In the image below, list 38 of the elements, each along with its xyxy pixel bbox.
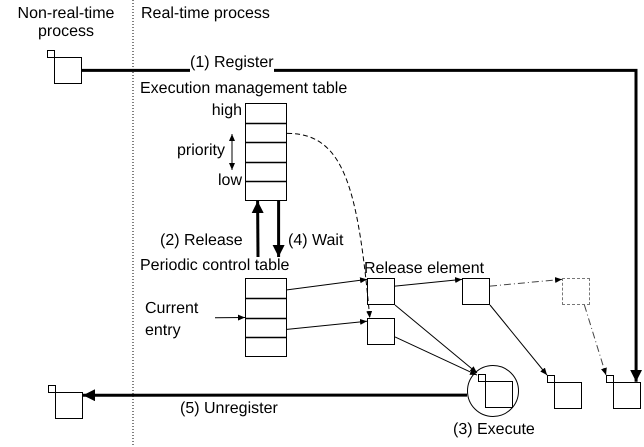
process-icon <box>47 50 82 84</box>
table-heading: Periodic control table <box>140 257 290 275</box>
release-element-box <box>367 278 395 305</box>
process-icon <box>606 375 641 409</box>
dashed-arrow <box>286 132 372 318</box>
column-heading: Release element <box>364 260 484 278</box>
axis-label: high <box>210 102 242 120</box>
release-element-box <box>462 278 490 305</box>
execute-circle <box>467 365 519 417</box>
dashed-arrow <box>584 304 607 376</box>
table-heading: Execution management table <box>140 80 348 98</box>
edge-label: (1) Register <box>190 54 274 72</box>
arrow <box>286 318 368 330</box>
process-icon <box>48 385 83 419</box>
thick-arrow <box>252 200 264 258</box>
arrow <box>286 277 368 290</box>
region-heading: Real-time process <box>141 5 270 23</box>
arrow <box>490 304 548 376</box>
thick-arrow <box>272 201 285 257</box>
process-icon <box>478 374 513 408</box>
axis-label: low <box>216 172 242 190</box>
release-element-box <box>562 278 590 305</box>
arrow <box>394 336 478 376</box>
arrow <box>394 277 462 287</box>
release-element-box <box>367 318 395 345</box>
thick-arrow <box>82 68 642 382</box>
edge-label: (4) Wait <box>288 232 344 250</box>
dashed-arrow <box>490 277 562 287</box>
process-icon <box>547 375 582 409</box>
entry-label: Current entry <box>145 299 200 341</box>
arrow <box>214 314 246 321</box>
region-heading: Non-real-time process <box>16 5 116 41</box>
edge-label: (2) Release <box>160 232 243 250</box>
thick-arrow <box>83 389 467 402</box>
arrow <box>394 304 478 374</box>
step-caption: (3) Execute <box>453 421 535 439</box>
axis-label: priority <box>176 142 225 160</box>
edge-label: (5) Unregister <box>180 400 278 418</box>
